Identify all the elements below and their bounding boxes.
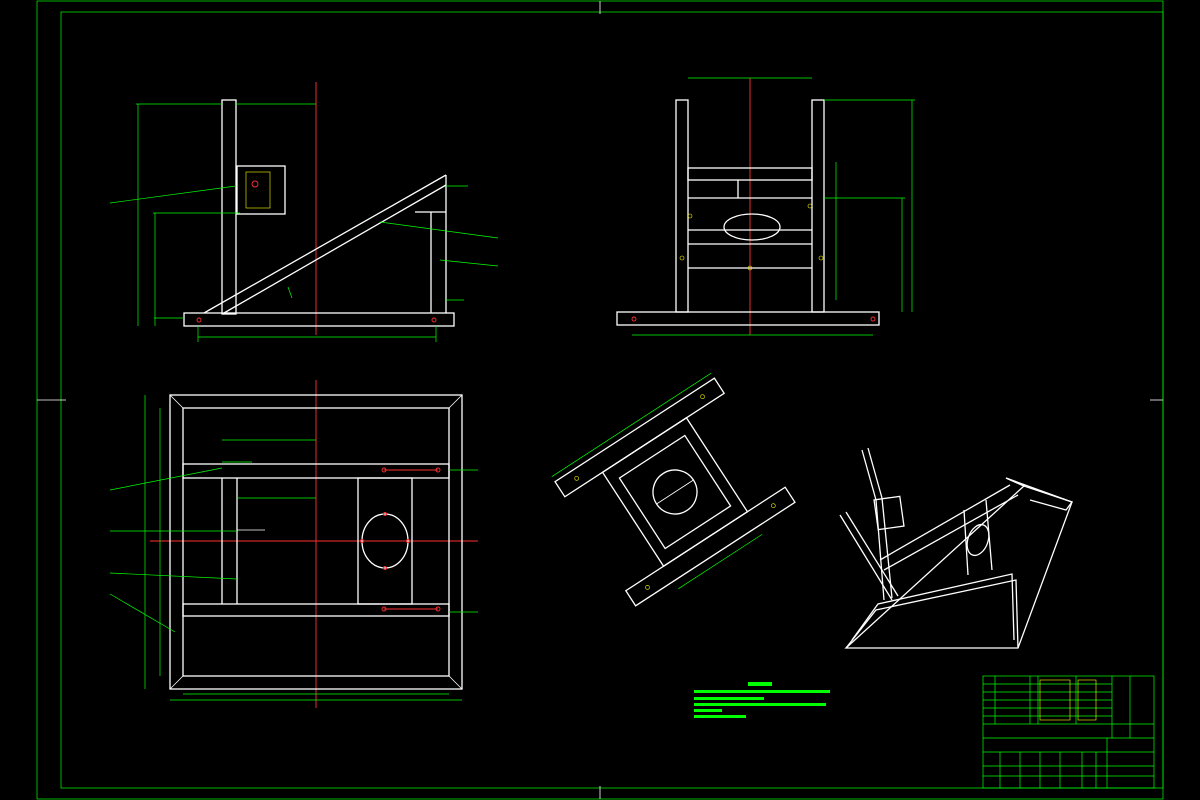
side-view [616, 77, 915, 336]
sheet-border [36, 0, 1164, 800]
isometric-view [839, 447, 1074, 649]
technical-notes [694, 682, 830, 718]
title-block [982, 675, 1155, 789]
bottom-view-rotated [551, 372, 796, 607]
top-view [109, 380, 478, 708]
front-view [109, 82, 499, 342]
